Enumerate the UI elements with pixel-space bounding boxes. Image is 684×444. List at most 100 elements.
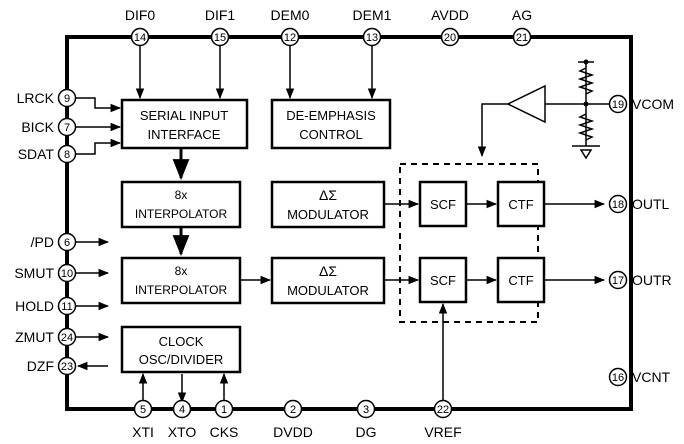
- svg-text:10: 10: [61, 268, 73, 280]
- de-emphasis-control-block: DE-EMPHASIS CONTROL: [270, 98, 392, 150]
- pin-dg: 3 DG: [356, 399, 377, 440]
- svg-text:4: 4: [179, 404, 185, 416]
- pin-ag: AG 21: [512, 7, 532, 47]
- pin-bick: BICK 7: [21, 117, 77, 137]
- svg-text:SCF: SCF: [430, 273, 456, 288]
- interpolator-block-1: 8x INTERPOLATOR: [120, 180, 242, 229]
- svg-text:DVDD: DVDD: [273, 424, 313, 440]
- mod2-line2: MODULATOR: [287, 283, 369, 298]
- svg-text:15: 15: [214, 32, 226, 44]
- pin-pd: /PD 6: [31, 232, 77, 252]
- delta-sigma-modulator-block-2: ΔΣ MODULATOR: [270, 256, 386, 305]
- mod2-line1: ΔΣ: [319, 263, 337, 279]
- svg-text:SMUT: SMUT: [14, 265, 54, 281]
- ctf-block-2: CTF: [496, 256, 546, 304]
- pin-dif0: DIF0 14: [125, 7, 156, 47]
- svg-text:OUTR: OUTR: [632, 272, 672, 288]
- svg-text:23: 23: [61, 361, 73, 373]
- svg-text:DIF1: DIF1: [205, 7, 236, 23]
- interp2-line2: INTERPOLATOR: [135, 283, 228, 297]
- pin-dvdd: 2 DVDD: [273, 399, 313, 440]
- pin-avdd: AVDD 20: [431, 7, 469, 47]
- pin-cks: 1 CKS: [210, 399, 239, 440]
- pin-vcom: 19 VCOM: [608, 94, 674, 114]
- analog-filter-region: [399, 163, 539, 323]
- pin-zmut: ZMUT 24: [15, 327, 77, 347]
- svg-text:20: 20: [444, 32, 456, 44]
- svg-text:22: 22: [437, 404, 449, 416]
- clock-osc-divider-block: CLOCK OSC/DIVIDER: [120, 325, 242, 374]
- svg-text:/PD: /PD: [31, 234, 54, 250]
- clock-line1: CLOCK: [159, 334, 204, 349]
- svg-text:1: 1: [221, 404, 227, 416]
- svg-text:21: 21: [516, 32, 528, 44]
- node-dot-mid: [583, 101, 589, 107]
- svg-text:16: 16: [612, 372, 624, 384]
- svg-text:SDAT: SDAT: [18, 146, 55, 162]
- delta-sigma-modulator-block-1: ΔΣ MODULATOR: [270, 180, 386, 229]
- svg-text:8: 8: [64, 149, 70, 161]
- mod1-line1: ΔΣ: [319, 187, 337, 203]
- svg-text:2: 2: [290, 404, 296, 416]
- interp2-line1: 8x: [175, 264, 188, 278]
- svg-text:CKS: CKS: [210, 424, 239, 440]
- svg-text:DG: DG: [356, 424, 377, 440]
- pin-dem1: DEM1 13: [353, 7, 392, 47]
- pin-xti: 5 XTI: [132, 399, 154, 440]
- svg-text:9: 9: [64, 93, 70, 105]
- svg-text:SCF: SCF: [430, 197, 456, 212]
- pin-outr: 17 OUTR: [608, 270, 672, 290]
- pin-vcnt: 16 VCNT: [608, 367, 671, 387]
- deemph-line1: DE-EMPHASIS: [286, 108, 376, 123]
- interp1-line2: INTERPOLATOR: [135, 207, 228, 221]
- svg-text:DEM0: DEM0: [271, 7, 310, 23]
- pin-sdat: SDAT 8: [18, 144, 77, 164]
- svg-text:3: 3: [363, 404, 369, 416]
- pin-hold: HOLD 11: [15, 296, 77, 316]
- ground-symbol: [579, 149, 593, 160]
- resistor-bottom: [577, 113, 595, 141]
- pin-smut: SMUT 10: [14, 263, 77, 283]
- svg-text:19: 19: [612, 99, 624, 111]
- clock-line2: OSC/DIVIDER: [139, 352, 224, 367]
- svg-text:XTI: XTI: [132, 424, 154, 440]
- mod1-line2: MODULATOR: [287, 207, 369, 222]
- node-dot-top: [583, 59, 589, 65]
- connections: [76, 45, 611, 404]
- svg-text:5: 5: [140, 404, 146, 416]
- svg-text:CTF: CTF: [508, 273, 533, 288]
- svg-text:ZMUT: ZMUT: [15, 329, 54, 345]
- svg-text:11: 11: [61, 301, 72, 313]
- svg-text:LRCK: LRCK: [17, 90, 55, 106]
- svg-text:VCNT: VCNT: [632, 369, 671, 385]
- pin-dif1: DIF1 15: [205, 7, 236, 47]
- pin-xto: 4 XTO: [168, 399, 197, 440]
- vcom-buffer-triangle: [506, 84, 546, 124]
- svg-text:AG: AG: [512, 7, 532, 23]
- svg-text:17: 17: [612, 275, 624, 287]
- deemph-line2: CONTROL: [299, 127, 363, 142]
- serial-input-interface-block: SERIAL INPUT INTERFACE: [120, 98, 249, 150]
- svg-text:DIF0: DIF0: [125, 7, 156, 23]
- svg-text:DEM1: DEM1: [353, 7, 392, 23]
- pin-outl: 18 OUTL: [608, 194, 670, 214]
- svg-text:DZF: DZF: [27, 358, 54, 374]
- svg-text:18: 18: [612, 199, 624, 211]
- svg-text:6: 6: [64, 237, 70, 249]
- ctf-block-1: CTF: [496, 180, 546, 228]
- svg-text:CTF: CTF: [508, 197, 533, 212]
- pin-dem0: DEM0 12: [271, 7, 310, 47]
- pin-lrck: LRCK 9: [17, 88, 77, 108]
- svg-text:BICK: BICK: [21, 119, 54, 135]
- scf-block-2: SCF: [418, 256, 468, 304]
- svg-text:VCOM: VCOM: [632, 96, 674, 112]
- svg-text:13: 13: [366, 32, 378, 44]
- svg-text:7: 7: [64, 122, 70, 134]
- svg-text:AVDD: AVDD: [431, 7, 469, 23]
- chip-outline: [65, 35, 633, 411]
- pin-dzf: DZF 23: [27, 356, 77, 376]
- svg-text:XTO: XTO: [168, 424, 197, 440]
- svg-text:VREF: VREF: [424, 424, 461, 440]
- serial-line1: SERIAL INPUT: [140, 108, 228, 123]
